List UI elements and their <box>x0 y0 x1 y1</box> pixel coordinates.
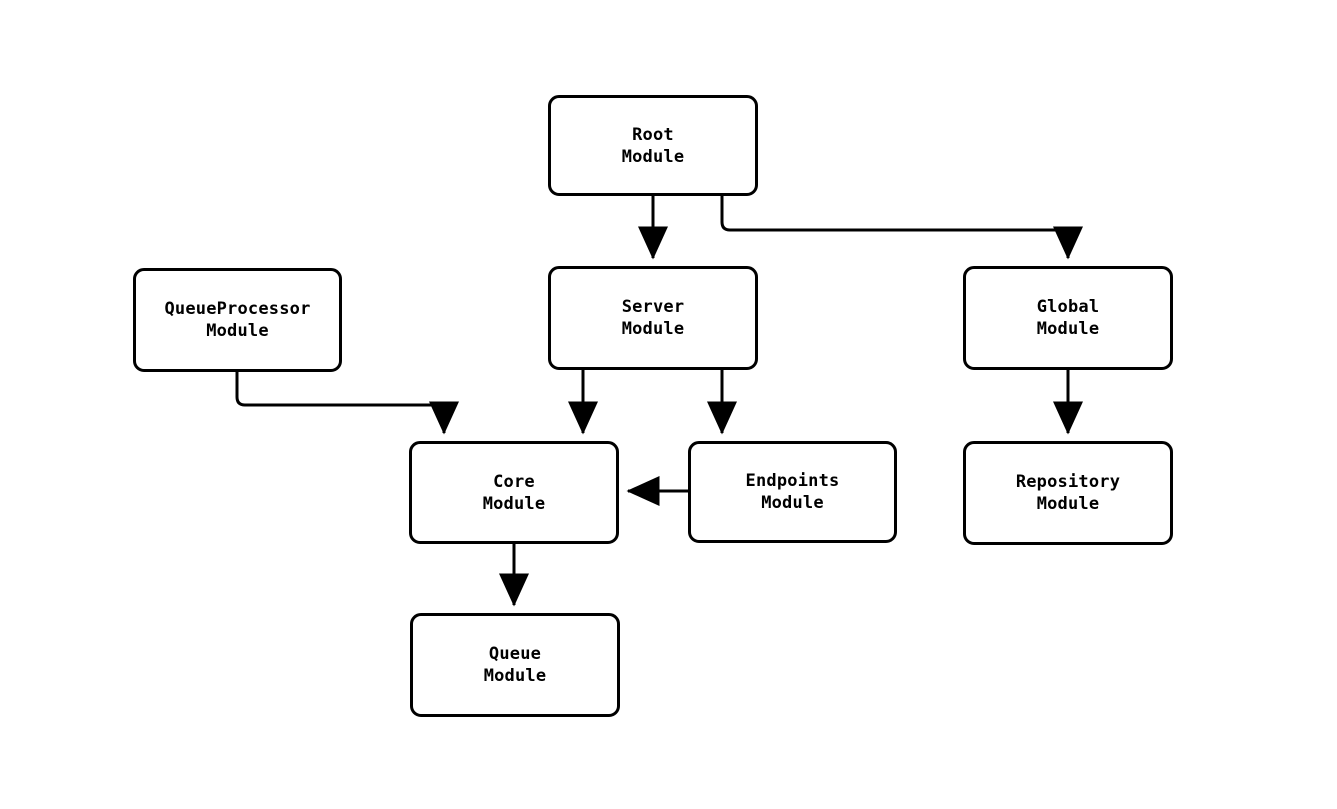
node-core-module[interactable]: Core Module <box>409 441 619 544</box>
node-label-suffix: Module <box>1036 494 1100 514</box>
node-label-primary: Server <box>621 297 685 317</box>
node-root-module[interactable]: Root Module <box>548 95 758 196</box>
node-label-primary: Queue <box>488 644 542 664</box>
node-label-primary: Global <box>1036 297 1100 317</box>
node-label-suffix: Module <box>1036 319 1100 339</box>
node-label-primary: QueueProcessor <box>164 299 311 319</box>
node-label-suffix: Module <box>761 493 824 513</box>
edge-queueprocessor-to-core <box>235 372 459 435</box>
node-label-primary: Repository <box>1015 472 1121 492</box>
node-repository-module[interactable]: Repository Module <box>963 441 1173 545</box>
node-endpoints-module[interactable]: Endpoints Module <box>688 441 897 543</box>
node-label-primary: Endpoints <box>745 471 840 491</box>
node-label-suffix: Module <box>621 319 685 339</box>
node-label-suffix: Module <box>483 666 547 686</box>
node-queue-module[interactable]: Queue Module <box>410 613 620 717</box>
node-queueprocessor-module[interactable]: QueueProcessor Module <box>133 268 342 372</box>
node-label-primary: Root <box>632 124 674 145</box>
node-global-module[interactable]: Global Module <box>963 266 1173 370</box>
edge-root-to-global <box>720 196 1083 260</box>
node-label-primary: Core <box>493 471 535 492</box>
node-server-module[interactable]: Server Module <box>548 266 758 370</box>
node-label-suffix: Module <box>621 146 685 167</box>
node-label-suffix: Module <box>206 321 269 341</box>
node-label-suffix: Module <box>482 493 546 514</box>
